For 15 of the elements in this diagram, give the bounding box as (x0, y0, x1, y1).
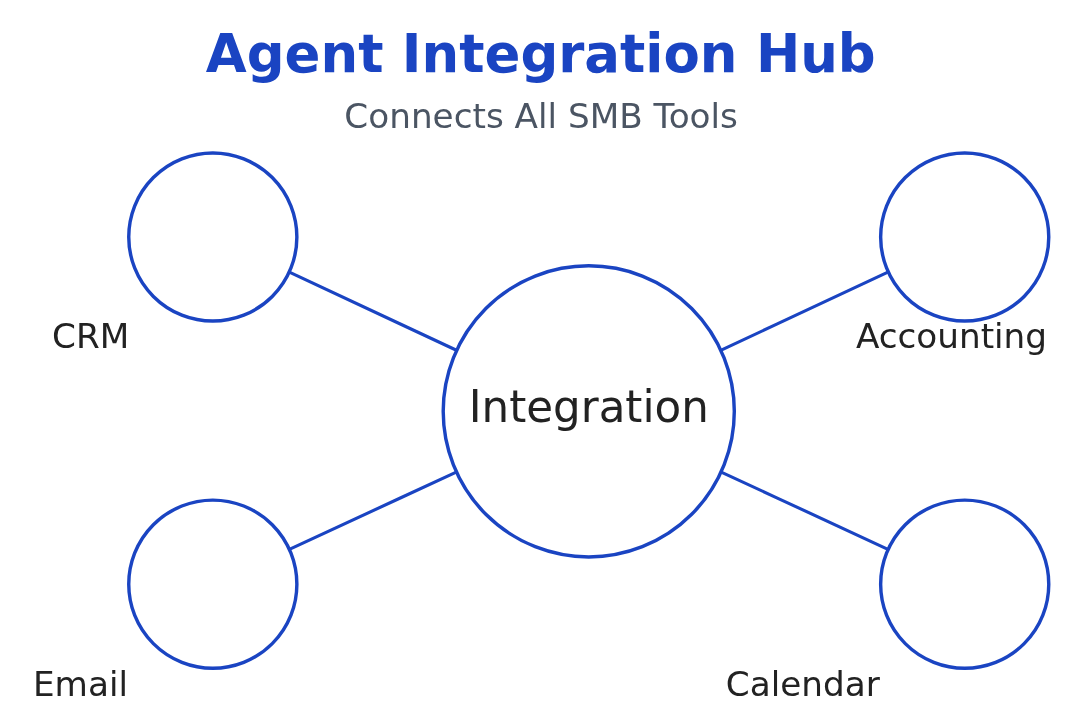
node-label: Accounting (855, 316, 1047, 357)
connector (288, 270, 457, 352)
caption: Connects All SMB Tools (343, 96, 738, 137)
node-circle (126, 498, 299, 670)
connector (288, 470, 456, 551)
node-circle: Integration (441, 264, 736, 559)
node-label: Calendar (725, 663, 880, 704)
node-label: CRM (51, 316, 129, 357)
node-circle (878, 498, 1050, 670)
node-label: Email (32, 663, 128, 704)
connector (720, 270, 889, 352)
node-circle (126, 151, 299, 323)
diagram-title: Agent Integration Hub (205, 22, 876, 84)
node-circle (878, 151, 1050, 323)
connector (720, 470, 889, 551)
